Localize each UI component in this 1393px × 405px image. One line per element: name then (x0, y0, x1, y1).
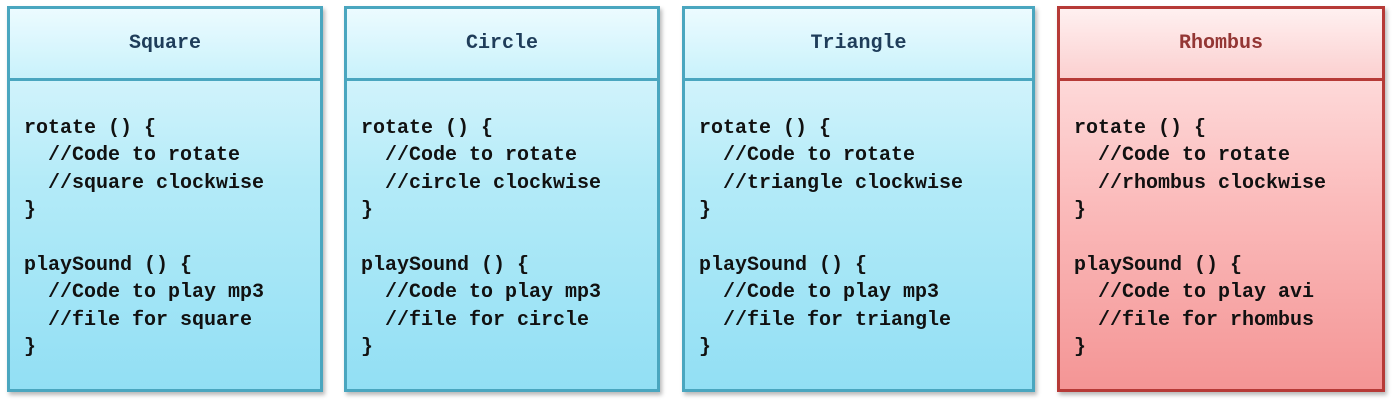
code-line: //Code to rotate (24, 144, 241, 168)
code-line (1074, 225, 1382, 252)
code-line (699, 225, 1032, 252)
card-title: Circle (347, 9, 657, 81)
code-line: } (361, 336, 374, 360)
code-line: } (24, 336, 37, 360)
code-line: //file for square (24, 308, 253, 332)
code-line: //Code to play mp3 (361, 281, 602, 305)
code-line: //Code to play mp3 (24, 281, 265, 305)
code-block: rotate () { //Code to rotate //square cl… (10, 81, 320, 362)
code-line: playSound () { (699, 253, 868, 277)
code-line: rotate () { (699, 117, 832, 140)
card-title: Rhombus (1060, 9, 1382, 81)
code-line: //Code to rotate (1074, 144, 1291, 168)
code-line: //rhombus clockwise (1074, 171, 1327, 195)
code-line: //square clockwise (24, 171, 265, 195)
code-line: //triangle clockwise (699, 171, 964, 195)
code-line: playSound () { (24, 253, 193, 277)
code-block: rotate () { //Code to rotate //triangle … (685, 81, 1032, 362)
code-line: playSound () { (1074, 253, 1243, 277)
code-line: //Code to play mp3 (699, 281, 940, 305)
code-line: //file for triangle (699, 308, 952, 332)
code-line: rotate () { (24, 117, 157, 140)
code-line: //circle clockwise (361, 171, 602, 195)
code-line (361, 225, 657, 252)
card-title: Triangle (685, 9, 1032, 81)
card-title: Square (10, 9, 320, 81)
card-circle: Circle rotate () { //Code to rotate //ci… (344, 6, 660, 392)
code-line: } (699, 199, 712, 223)
code-block: rotate () { //Code to rotate //circle cl… (347, 81, 657, 362)
code-line: rotate () { (1074, 117, 1207, 140)
code-line: } (1074, 336, 1087, 360)
code-line: //file for rhombus (1074, 308, 1315, 332)
code-line: playSound () { (361, 253, 530, 277)
card-square: Square rotate () { //Code to rotate //sq… (7, 6, 323, 392)
code-line: } (699, 336, 712, 360)
code-line: rotate () { (361, 117, 494, 140)
card-triangle: Triangle rotate () { //Code to rotate //… (682, 6, 1035, 392)
code-line: //file for circle (361, 308, 590, 332)
code-line: } (361, 199, 374, 223)
card-rhombus: Rhombus rotate () { //Code to rotate //r… (1057, 6, 1385, 392)
code-line (24, 225, 320, 252)
code-line: } (1074, 199, 1087, 223)
code-line: //Code to rotate (361, 144, 578, 168)
code-block: rotate () { //Code to rotate //rhombus c… (1060, 81, 1382, 362)
code-line: } (24, 199, 37, 223)
code-line: //Code to play avi (1074, 281, 1315, 305)
code-line: //Code to rotate (699, 144, 916, 168)
